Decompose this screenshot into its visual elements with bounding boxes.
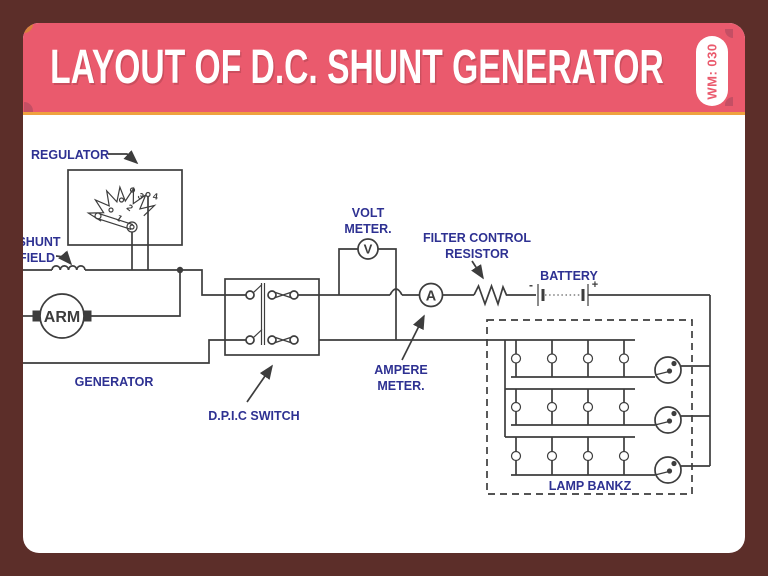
tap-number: 4 [152, 191, 158, 202]
lamp-symbol [546, 437, 558, 475]
lamp-symbol [510, 340, 522, 377]
brush [32, 310, 41, 322]
ampere-meter-label: METER. [377, 379, 424, 393]
tap-number: 1 [114, 213, 124, 224]
lamp-bank-label: LAMP BANKZ [549, 479, 632, 493]
dpic-arrow [246, 364, 273, 403]
main-wires [319, 288, 635, 341]
filter-resistor-label: FILTER CONTROL [423, 231, 531, 245]
battery-minus-sign: - [529, 278, 533, 292]
ampere-meter-letter: A [426, 289, 437, 305]
ribbon-curl-icon [24, 23, 33, 33]
ampere-meter-label: AMPERE [374, 363, 427, 377]
ribbon-curl-icon [24, 102, 33, 112]
tap-number: 3 [136, 191, 146, 202]
circuit-diagram: 1 2 3 4 REGULATOR SHUNT FIELD [23, 148, 711, 495]
battery-return-bus [681, 295, 711, 467]
volt-meter-letter: V [364, 242, 373, 257]
shunt-field-label: SHUNT [23, 235, 61, 249]
lamp-symbol [582, 437, 594, 475]
regulator-box: 1 2 3 4 [67, 169, 183, 270]
armature-text: ARM [44, 309, 80, 326]
page-title: LAYOUT OF D.C. SHUNT GENERATOR [50, 41, 664, 94]
lamp-bank-box [486, 319, 693, 495]
banner-underline [23, 112, 745, 115]
battery-plus-sign: + [592, 279, 598, 291]
regulator-lever [94, 212, 138, 233]
lamp-symbol [582, 340, 594, 377]
filter-resistor-label: RESISTOR [445, 247, 509, 261]
generator-label: GENERATOR [75, 375, 154, 389]
battery-label: BATTERY [540, 269, 598, 283]
lamp-switches [654, 356, 682, 484]
armature-symbol: ARM [32, 293, 92, 339]
lamp-symbol [618, 437, 630, 475]
lamp-symbol [510, 389, 522, 425]
dpic-switch-box [224, 278, 320, 356]
shunt-field-label: FIELD [23, 251, 55, 265]
generator-wiring [23, 266, 246, 364]
lamp-symbol [510, 437, 522, 475]
regulator-label: REGULATOR [31, 148, 109, 162]
ribbon-curl-icon [725, 29, 733, 38]
lamp-row-switch [654, 356, 682, 384]
lamp-symbol [546, 389, 558, 425]
ampere-meter-arrow [401, 314, 425, 361]
lamp-symbol [618, 340, 630, 377]
rheostat-element [86, 184, 157, 222]
lamp-row-switch [654, 456, 682, 484]
filter-resistor-arrow [471, 260, 484, 280]
tap-number: 2 [125, 202, 135, 213]
lamp-symbol [582, 389, 594, 425]
volt-meter-label: VOLT [352, 206, 385, 220]
battery-symbol: - + [529, 278, 710, 306]
ribbon-curl-icon [725, 97, 733, 106]
ampere-meter-symbol: A [418, 282, 474, 308]
volt-meter-symbol: V [338, 238, 397, 340]
volt-meter-label: METER. [344, 222, 391, 236]
filter-resistor-symbol [473, 283, 536, 307]
lamp-bank-lamps [510, 340, 630, 475]
regulator-arrow [108, 150, 139, 165]
lamp-symbol [618, 389, 630, 425]
lamp-symbol [546, 340, 558, 377]
worksheet-number-badge: WM: 030 [696, 36, 728, 106]
poster-card: LAYOUT OF D.C. SHUNT GENERATOR WM: 030 [23, 23, 745, 553]
lamp-row-switch [654, 406, 682, 434]
shunt-field-arrow [55, 250, 73, 266]
dpic-switch-label: D.P.I.C SWITCH [208, 409, 299, 423]
brush [83, 310, 92, 322]
title-banner: LAYOUT OF D.C. SHUNT GENERATOR WM: 030 [23, 23, 745, 112]
shunt-field-coil [23, 265, 180, 271]
